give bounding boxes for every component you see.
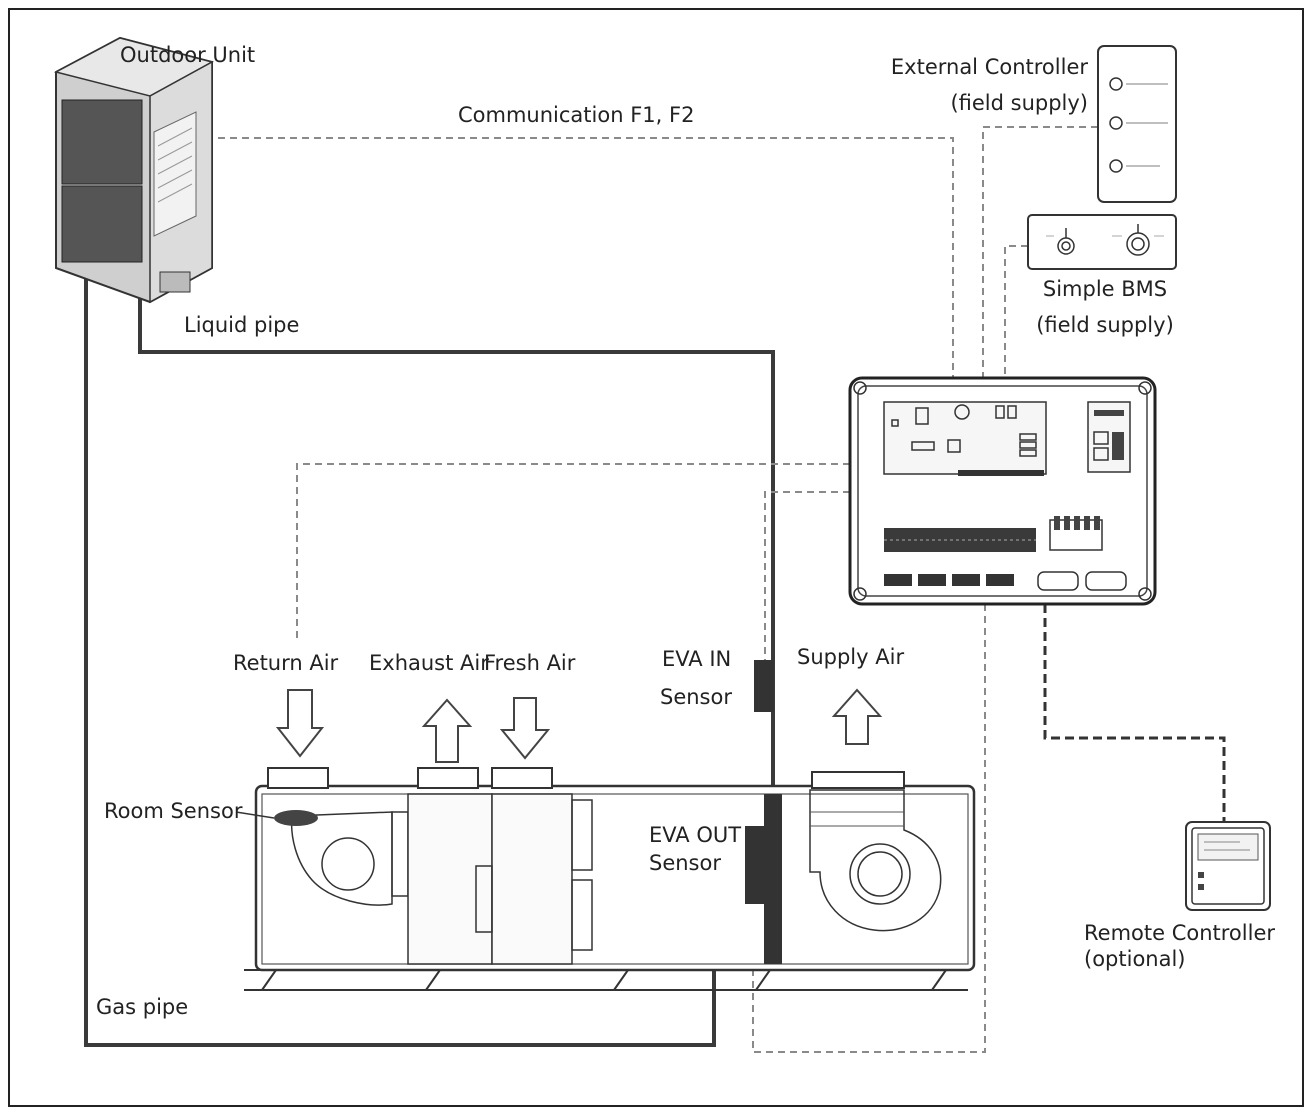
supply-fan: [809, 789, 942, 932]
label-fresh-air: Fresh Air: [484, 651, 576, 675]
simple-bms-device: [1027, 214, 1177, 270]
label-eva-out-sensor-2: Sensor: [649, 851, 721, 875]
exhaust-air-arrow-icon: [421, 698, 473, 763]
heat-exchanger: [407, 793, 493, 965]
gas-pipe-line: [84, 270, 716, 1047]
label-simple-bms: Simple BMS: [1043, 277, 1167, 301]
label-outdoor-unit: Outdoor Unit: [120, 43, 255, 67]
evaporator-coil: [764, 794, 782, 964]
room-sensor: [274, 810, 318, 826]
return-air-duct: [267, 767, 329, 789]
supply-air-duct: [811, 771, 905, 789]
label-supply-air: Supply Air: [797, 645, 904, 669]
label-external-controller-supply: (field supply): [950, 91, 1088, 115]
label-communication: Communication F1, F2: [458, 103, 694, 127]
label-room-sensor: Room Sensor: [104, 799, 243, 823]
control-box: [848, 376, 1157, 606]
diagram-frame: [8, 8, 1304, 1107]
label-remote-controller-optional: (optional): [1084, 947, 1186, 971]
label-eva-in-sensor-2: Sensor: [660, 685, 732, 709]
return-air-arrow-icon: [275, 689, 325, 758]
label-simple-bms-supply: (field supply): [1036, 313, 1174, 337]
room-sensor-leader: [235, 811, 275, 819]
external-controller-wire: [982, 126, 1098, 380]
air-handling-unit: [235, 767, 976, 991]
remote-controller-wire: [1043, 604, 1226, 822]
fresh-air-duct: [491, 767, 553, 789]
label-return-air: Return Air: [233, 651, 339, 675]
fresh-air-arrow-icon: [499, 697, 551, 760]
indicator-lamp-icon: [1109, 77, 1123, 91]
supply-air-arrow-icon: [831, 688, 883, 745]
label-liquid-pipe: Liquid pipe: [184, 313, 299, 337]
terminal-block: [884, 528, 1036, 552]
indicator-lamp-icon: [1109, 116, 1123, 130]
indicator-lamp-icon: [1109, 159, 1123, 173]
label-external-controller: External Controller: [891, 55, 1088, 79]
eva-in-sensor-wire: [764, 491, 850, 660]
label-gas-pipe: Gas pipe: [96, 995, 188, 1019]
label-eva-out-sensor-1: EVA OUT: [649, 823, 741, 847]
external-controller-device: [1097, 45, 1177, 203]
liquid-pipe-line: [138, 290, 775, 790]
communication-wire: [218, 137, 954, 380]
label-exhaust-air: Exhaust Air: [369, 651, 489, 675]
remote-controller-device: [1185, 821, 1271, 911]
exhaust-air-duct: [417, 767, 479, 789]
main-pcb: [883, 401, 1047, 475]
outdoor-unit: [53, 36, 215, 304]
simple-bms-wire: [1004, 245, 1028, 380]
return-air-sensor-wire: [296, 463, 850, 812]
label-remote-controller: Remote Controller: [1084, 921, 1275, 945]
eva-in-sensor: [754, 660, 774, 712]
label-eva-in-sensor-1: EVA IN: [662, 647, 731, 671]
eva-out-sensor: [745, 826, 765, 904]
